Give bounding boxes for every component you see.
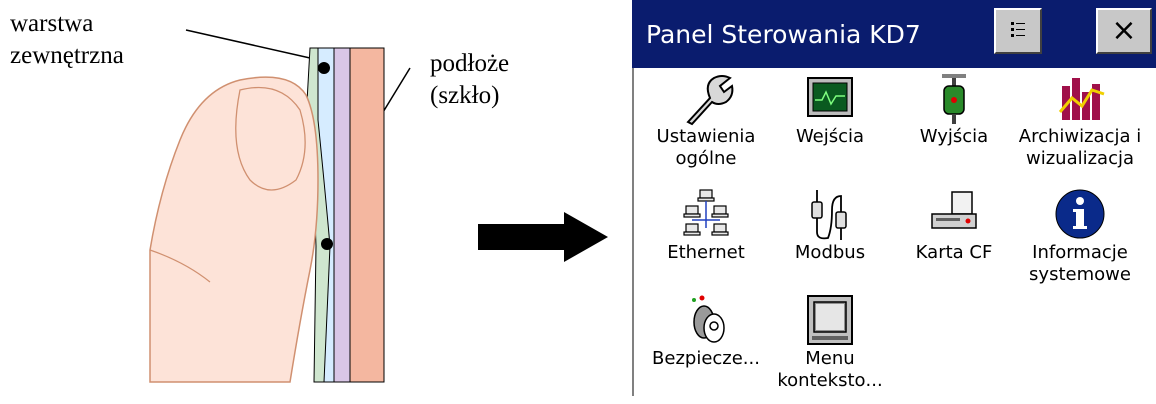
list-icon <box>1011 22 1025 37</box>
item-security[interactable]: Bezpiecze... <box>644 294 768 404</box>
item-system-information[interactable]: Informacje systemowe <box>1018 188 1142 298</box>
network-icon <box>683 189 729 236</box>
item-label: Menu kontekstо... <box>768 348 892 392</box>
item-label: Wyjścia <box>892 126 1016 148</box>
item-label: Archiwizacja i wizualizacja <box>1018 126 1142 170</box>
keys-icon <box>692 295 725 343</box>
item-label-line: Bezpiecze... <box>652 348 760 369</box>
item-ethernet[interactable]: Ethernet <box>644 188 768 298</box>
item-label-line: Wyjścia <box>919 126 989 147</box>
frame-icon <box>807 295 853 345</box>
fingernail <box>235 86 306 191</box>
item-label-line: kontekstо... <box>777 370 883 391</box>
item-general-settings[interactable]: Ustawienia ogólne <box>644 72 768 182</box>
item-inputs[interactable]: Wejścia <box>768 72 892 182</box>
item-archiving-visualization[interactable]: Archiwizacja i wizualizacja <box>1018 72 1142 182</box>
item-label-line: Ethernet <box>667 242 745 263</box>
close-button[interactable]: × <box>1096 8 1152 54</box>
item-label: Modbus <box>768 242 892 264</box>
item-label-line: Ustawienia <box>656 126 756 147</box>
item-label-line: systemowe <box>1029 264 1131 285</box>
close-icon: × <box>1111 13 1137 48</box>
item-label-line: Archiwizacja i <box>1018 126 1142 147</box>
item-label-line: Modbus <box>794 242 866 263</box>
item-context-menu[interactable]: Menu kontekstо... <box>768 294 892 404</box>
view-menu-button[interactable] <box>994 8 1042 54</box>
item-label: Wejścia <box>768 126 892 148</box>
item-cf-card[interactable]: Karta CF <box>892 188 1016 298</box>
spacer-dot-top <box>318 62 330 74</box>
window-title: Panel Sterowania KD7 <box>646 20 921 49</box>
control-panel-window: Panel Sterowania KD7 × Ustawienia ogólne <box>632 0 1156 396</box>
label-substrate-line-2: (szkło) <box>430 82 500 109</box>
monitor-icon <box>807 77 853 117</box>
label-substrate-line-1: podłoże <box>430 50 510 77</box>
item-label-line: wizualizacja <box>1025 148 1135 169</box>
wrench-icon <box>686 75 734 126</box>
info-icon <box>1055 189 1105 239</box>
item-label-line: Wejścia <box>795 126 865 147</box>
chart-icon <box>1058 78 1105 120</box>
label-outer-layer-line-2: zewnętrzna <box>10 42 124 69</box>
spacer-dot-bottom <box>321 238 333 250</box>
item-modbus[interactable]: Modbus <box>768 188 892 298</box>
control-panel-items: Ustawienia ogólne Wejścia <box>632 70 1156 396</box>
label-outer-layer: warstwa zewnętrzna <box>10 8 124 72</box>
label-substrate: podłoże (szkło) <box>430 48 509 112</box>
touchscreen-illustration: warstwa zewnętrzna podłoże (szkło) <box>0 0 608 396</box>
output-plug-icon <box>942 74 966 124</box>
item-outputs[interactable]: Wyjścia <box>892 72 1016 182</box>
item-label-line: Informacje <box>1032 242 1128 263</box>
connectors-icon <box>811 190 847 240</box>
finger-on-screen-drawing <box>149 29 411 383</box>
leader-line-outer <box>185 29 311 59</box>
glass-substrate <box>349 47 385 383</box>
item-label-line: Karta CF <box>915 242 993 263</box>
item-label-line: ogólne <box>675 148 737 169</box>
title-bar: Panel Sterowania KD7 × <box>632 0 1156 68</box>
finger-crease <box>149 249 211 283</box>
item-label-line: Menu <box>805 348 855 369</box>
item-label: Bezpiecze... <box>644 348 768 370</box>
item-label: Informacje systemowe <box>1018 242 1142 286</box>
item-label: Ethernet <box>644 242 768 264</box>
label-outer-layer-line-1: warstwa <box>10 10 94 37</box>
cf-card-icon <box>931 191 977 229</box>
item-label: Karta CF <box>892 242 1016 264</box>
violet-layer <box>333 47 351 383</box>
right-arrow-icon <box>478 212 608 262</box>
item-label: Ustawienia ogólne <box>644 126 768 170</box>
